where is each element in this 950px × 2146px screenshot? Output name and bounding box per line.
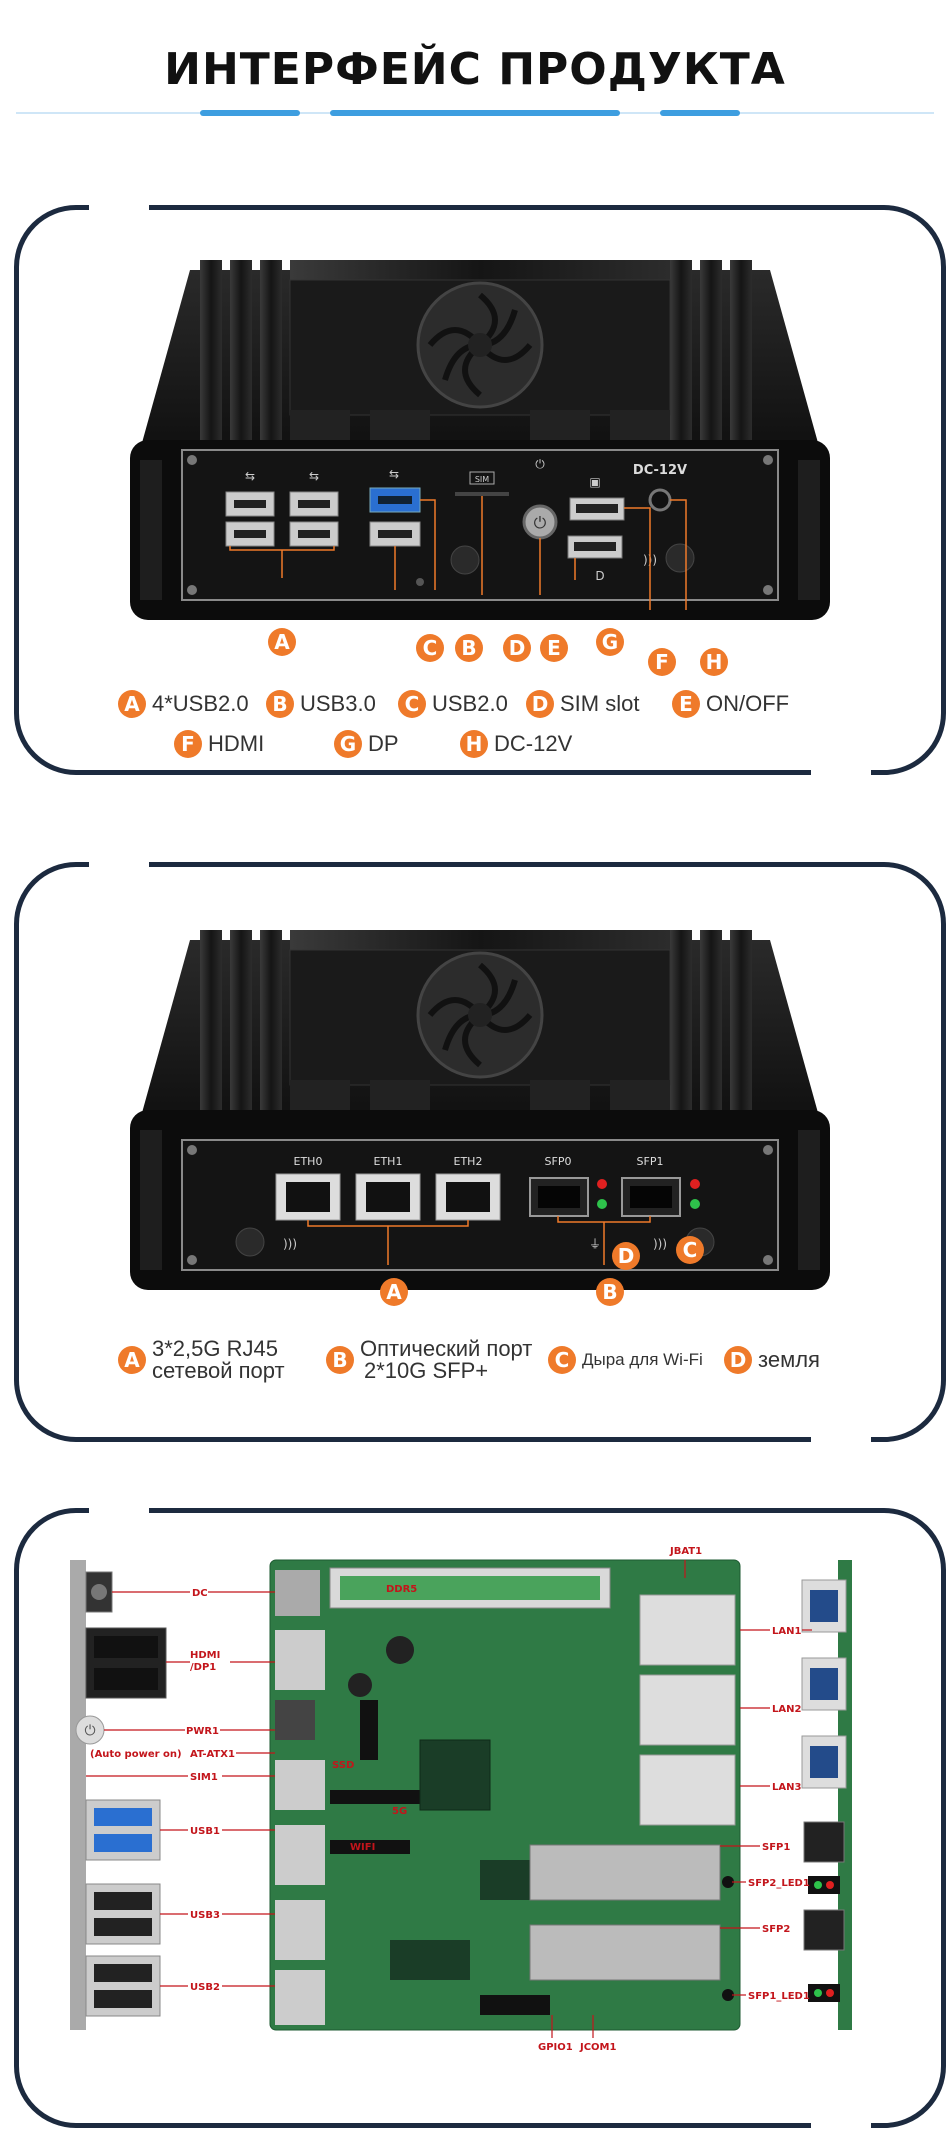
title-accent-right (660, 110, 740, 116)
port-label-sfp1: SFP1 (637, 1155, 664, 1168)
svg-text:⇆: ⇆ (309, 469, 319, 483)
sfp1-connector (803, 1821, 845, 1863)
label-jcom1: JCOM1 (579, 2042, 617, 2053)
sim-slot (455, 492, 509, 496)
label-sim1: SIM1 (190, 1772, 218, 1783)
pcb (269, 1559, 741, 2031)
svg-text:D: D (595, 569, 604, 583)
svg-text:⏻: ⏻ (84, 1723, 95, 1739)
label-lan3: LAN3 (772, 1782, 801, 1793)
label-usb3: USB3 (190, 1910, 220, 1921)
front-callout-d: D (503, 634, 531, 662)
wifi-antenna-left (235, 1227, 265, 1257)
rear-device-image: ETH0 ETH1 ETH2 SFP0 SFP1 ))) ⏚ ))) (130, 930, 830, 1290)
svg-text:⏻: ⏻ (535, 457, 545, 471)
sfp2-led (808, 1876, 840, 1894)
label-sfp2-led1: SFP2_LED1 (748, 1878, 810, 1889)
motherboard-diagram: ⏻ DDR5 SSD 5G WIFI (70, 1546, 852, 2053)
chip-label-ssd: SSD (332, 1760, 354, 1771)
sfp-ports (529, 1177, 681, 1217)
sim-label: SIM (475, 475, 489, 484)
chip-label-5g: 5G (392, 1806, 407, 1817)
svg-text:⇆: ⇆ (389, 467, 399, 481)
port-label-eth1: ETH1 (374, 1155, 403, 1168)
front-callout-f: F (648, 648, 676, 676)
sfp2-connector (803, 1909, 845, 1951)
label-usb1: USB1 (190, 1826, 220, 1837)
ground-icon: ⏚ (589, 1237, 601, 1251)
svg-text:⇆: ⇆ (245, 469, 255, 483)
label-pwr1: PWR1 (186, 1726, 219, 1737)
page-title: ИНТЕРФЕЙС ПРОДУКТА (164, 44, 786, 95)
title-accent-center (330, 110, 620, 116)
label-jbat1: JBAT1 (669, 1546, 702, 1557)
front-device-image: ⇆ ⇆ ⇆ SIM ⏻ ⏻ ▣ D DC-12V ))) (130, 260, 830, 620)
rear-callout-a: A (380, 1278, 408, 1306)
wifi-antenna-right (665, 543, 695, 573)
front-callout-a: A (268, 628, 296, 656)
label-sfp1-led1: SFP1_LED1 (748, 1991, 810, 2002)
port-label-eth0: ETH0 (294, 1155, 323, 1168)
rear-callout-b: B (596, 1278, 624, 1306)
label-lan2: LAN2 (772, 1704, 801, 1715)
rear-callout-c: C (676, 1236, 704, 1264)
label-dp1: /DP1 (190, 1662, 216, 1673)
label-auto-power: (Auto power on) (90, 1749, 182, 1760)
port-label-eth2: ETH2 (454, 1155, 483, 1168)
label-dc: DC (192, 1588, 208, 1599)
front-callout-g: G (596, 628, 624, 656)
chip-label-ddr5: DDR5 (386, 1584, 417, 1595)
wifi-antenna-left (450, 545, 480, 575)
label-sfp1: SFP1 (762, 1842, 790, 1853)
svg-text:))): ))) (653, 1237, 667, 1251)
rear-callout-d: D (612, 1242, 640, 1270)
label-at-atx1: AT-ATX1 (190, 1749, 235, 1760)
chip-label-wifi: WIFI (350, 1842, 375, 1853)
label-lan1: LAN1 (772, 1626, 801, 1637)
rear-panel-card (14, 855, 946, 1449)
label-gpio1: GPIO1 (538, 2042, 573, 2053)
dc-label: DC-12V (633, 463, 687, 478)
front-callout-b: B (455, 634, 483, 662)
board-card (14, 1501, 946, 2135)
svg-text:))): ))) (283, 1237, 297, 1251)
front-callout-e: E (540, 634, 568, 662)
sfp1-led (808, 1984, 840, 2002)
label-usb2: USB2 (190, 1982, 220, 1993)
rj45-ports (275, 1173, 501, 1221)
sfp-leds (597, 1179, 700, 1209)
front-callout-c: C (416, 634, 444, 662)
label-hdmi: HDMI (190, 1650, 220, 1661)
svg-text:▣: ▣ (589, 475, 600, 489)
front-callout-h: H (700, 648, 728, 676)
front-panel-card (14, 198, 946, 782)
title-accent-left (200, 110, 300, 116)
dc-jack (648, 488, 672, 512)
svg-text:⏻: ⏻ (534, 513, 547, 532)
label-sfp2: SFP2 (762, 1924, 790, 1935)
port-label-sfp0: SFP0 (545, 1155, 572, 1168)
